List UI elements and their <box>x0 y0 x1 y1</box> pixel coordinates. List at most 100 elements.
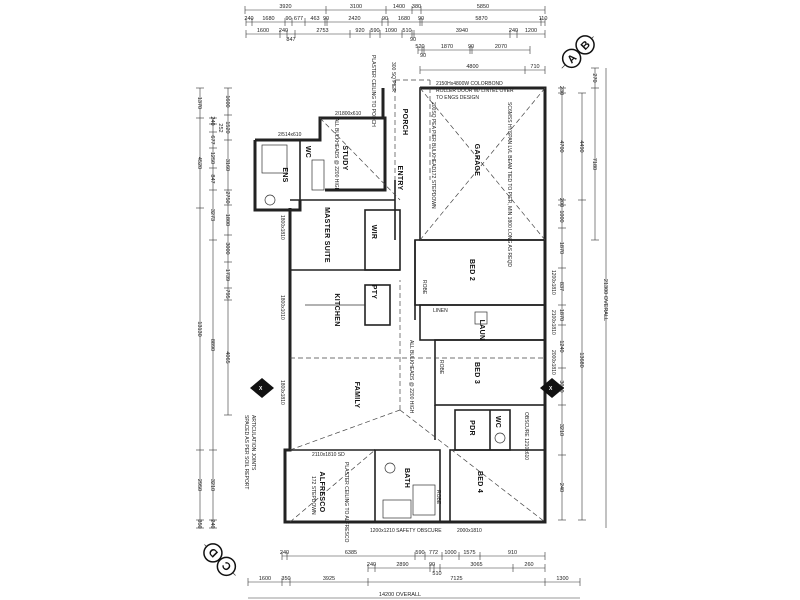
interior-walls <box>261 87 546 523</box>
dimension-label: 510 <box>432 571 441 577</box>
dimension-label: 2753 <box>316 28 328 34</box>
dimension-label: 1600 <box>259 576 271 582</box>
dimension-label: 1370 <box>196 97 202 109</box>
note-alfresco-ceiling: PLASTER CEILING TO ALFRESCO <box>343 462 349 543</box>
window-alfresco: 2110x1810 SD <box>312 452 345 458</box>
dimension-label: 677 <box>209 135 215 144</box>
note-pdr-window: OBSCURE 1210x610 <box>523 412 529 460</box>
window-bed3: 2000x1810 <box>550 350 556 375</box>
dimension-label: 1200 <box>525 28 537 34</box>
room-bed-2: BED 2 <box>468 259 475 281</box>
note-roller-door-3: TO ENGS DESIGN <box>436 95 479 101</box>
section-marker-x-right: X <box>540 378 564 398</box>
room-bed-3: BED 3 <box>473 362 480 384</box>
dimension-label: 1870 <box>441 44 453 50</box>
room-bath: BATH <box>403 468 410 488</box>
room-alfresco: ALFRESCO <box>318 472 325 513</box>
dimension-label: 90 <box>382 16 388 22</box>
dimension-label: 1680 <box>262 16 274 22</box>
dimension-label: 270 <box>591 73 597 82</box>
dimension-label: 677 <box>294 16 303 22</box>
dimension-label: 350 <box>196 519 202 528</box>
room-family: FAMILY <box>353 382 360 409</box>
window-family: 1800x1810 <box>279 380 285 405</box>
notes: 2150Hx4800W COLORBOND ROLLER DOOR W/ LIN… <box>243 55 529 543</box>
dimension-label: 240 <box>279 28 288 34</box>
dimension-label: 837 <box>558 282 564 291</box>
room-bed-4: BED 4 <box>476 471 483 493</box>
dimension-label: 4490 <box>578 140 584 152</box>
room-master-suite: MASTER SUITE <box>323 207 330 263</box>
dimension-label: 2420 <box>348 16 360 22</box>
dimension-label: 90 <box>420 53 426 59</box>
dimension-label: 590 <box>415 550 424 556</box>
window-kitchen: 1800x1010 <box>279 295 285 320</box>
dimension-label: 240 <box>509 28 518 34</box>
dimension-label: 1250 <box>209 152 215 164</box>
room-laundry: LAUN <box>478 320 485 341</box>
room-ensuite: ENS <box>281 167 288 182</box>
window-bed2: 1200x1810 <box>550 270 556 295</box>
dimension-label: 3210 <box>209 479 215 491</box>
dimension-label: 2950 <box>196 479 202 491</box>
dimension-label: 1000 <box>444 550 456 556</box>
dimension-label: 380 <box>412 4 421 10</box>
dimension-label: 1870 <box>558 309 564 321</box>
note-articulation-2: SPACED AS PER SOIL REPORT <box>243 415 249 489</box>
room-wc-ensuite: WC <box>304 146 311 158</box>
room-garage: GARAGE <box>473 144 480 177</box>
dimension-label: 260 <box>524 562 533 568</box>
note-roller-door-1: 2150Hx4800W COLORBOND <box>436 81 503 87</box>
dimension-label: 5850 <box>477 4 489 10</box>
room-entry: ENTRY <box>396 166 403 191</box>
dimension-label: 3940 <box>456 28 468 34</box>
dimension-label: 5870 <box>475 16 487 22</box>
room-wir: WIR <box>370 225 377 240</box>
note-articulation-1: ARTICULATION JOINTS <box>250 415 256 471</box>
window-ensuite: 2/514x610 <box>278 132 302 138</box>
dimension-label: 4065 <box>224 351 230 363</box>
dimension-label: 3100 <box>350 4 362 10</box>
dimension-label: 847 <box>286 37 295 43</box>
dimension-label: 240 <box>209 519 215 528</box>
dimension-label: 795 <box>224 289 230 298</box>
overall-width-label: 14200 OVERALL <box>379 592 421 598</box>
dimension-label: 240 <box>209 116 215 125</box>
dimension-label: 1090 <box>385 28 397 34</box>
room-pantry: PTY <box>370 285 377 300</box>
dimension-label: 1000 <box>558 210 564 222</box>
dimension-label: 1400 <box>393 4 405 10</box>
section-marker-x-left: X <box>250 378 274 398</box>
dimension-label: 3920 <box>279 4 291 10</box>
window-laundry: 2100x1810 <box>550 310 556 335</box>
dimension-label: 710 <box>530 64 539 70</box>
window-master: 1800x1810 <box>279 215 285 240</box>
dimension-label: 910 <box>508 550 517 556</box>
dimension-label: 3273 <box>209 209 215 221</box>
dimension-label: 1739 <box>224 269 230 281</box>
note-alfresco-stepdown: 172 STEPDOWN <box>310 476 316 515</box>
dimension-label: 1575 <box>463 550 475 556</box>
dimension-label: 230 <box>558 86 564 95</box>
dimension-label: 3210 <box>558 424 564 436</box>
dimension-label: 2890 <box>396 562 408 568</box>
room-porch: PORCH <box>401 109 408 136</box>
window-labels: 2/1800x610 2/514x610 2110x1810 SD 1800x1… <box>278 111 556 534</box>
dimension-label: 350 <box>281 576 290 582</box>
note-garage-stepdown: 172 STEPDOWN <box>430 170 436 209</box>
dimension-label: 1870 <box>558 242 564 254</box>
room-wc-pdr: WC <box>494 416 501 428</box>
note-obscure-window: 1200x1210 SAFETY OBSCURE <box>370 528 442 534</box>
dimension-label: 90 <box>285 16 291 22</box>
dimension-label: 252 <box>217 123 223 132</box>
robe-label: ROBE <box>421 280 427 295</box>
dimension-label: 3160 <box>224 159 230 171</box>
x-right-label: X <box>549 386 553 392</box>
dimension-label: 510 <box>402 28 411 34</box>
dimension-label: 6385 <box>345 550 357 556</box>
dimension-label: 1520 <box>224 121 230 133</box>
room-kitchen: KITCHEN <box>333 293 340 326</box>
dimension-label: 90 <box>323 16 329 22</box>
